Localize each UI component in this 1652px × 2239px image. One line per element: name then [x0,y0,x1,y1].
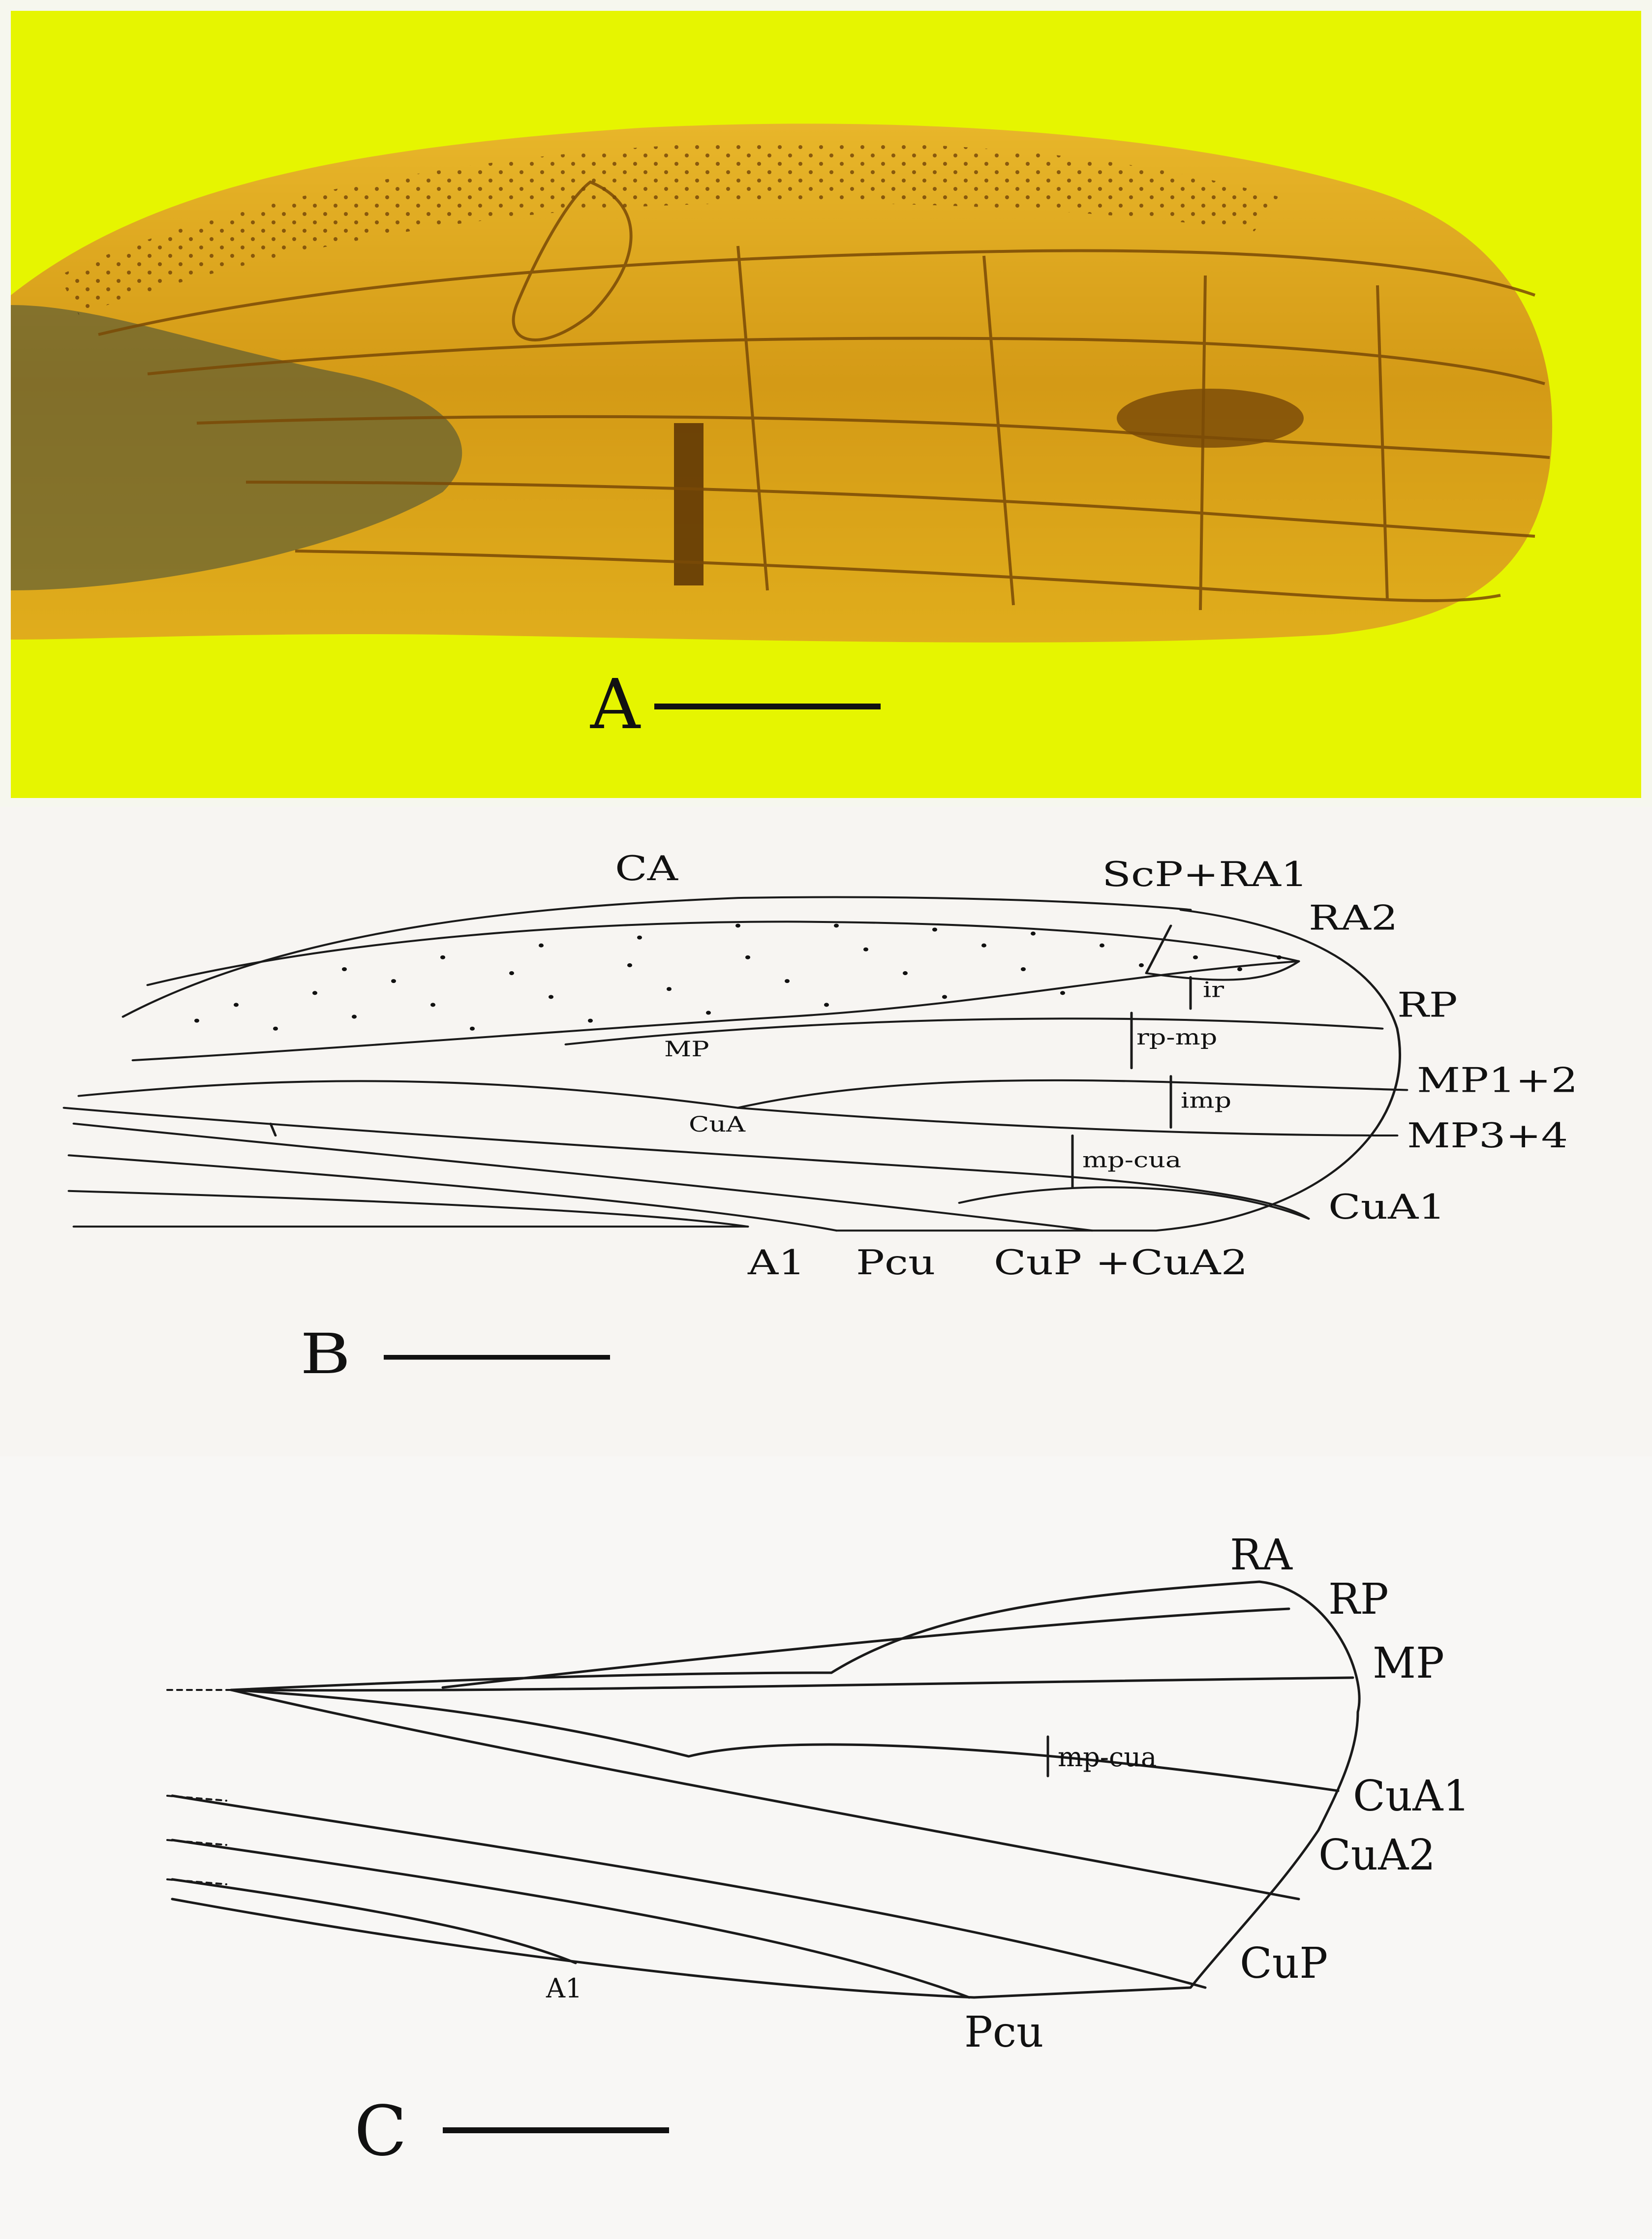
label-cup-hind: CuP [1240,1939,1328,1988]
vein-ca [122,896,1192,1018]
amber-wing-photo: A [11,11,1641,798]
label-rp-mp: rp-mp [1136,1025,1217,1050]
photo-veins [98,180,1550,611]
label-a1-hind: A1 [546,1973,582,2004]
hindwing-drawing: RA RP MP mp-cua CuA1 CuA2 CuP A1 Pcu C [166,1531,1470,2172]
label-ra2: RA2 [1309,899,1398,938]
label-cua2-hind: CuA2 [1318,1831,1436,1880]
vein-cup-cua2 [72,1122,1094,1232]
vein-cua1 [230,1688,1340,1792]
wing-apex-margin [835,909,1401,1232]
vein-cup [171,1794,1207,1989]
label-mp-cua-hind: mp-cua [1058,1742,1157,1773]
label-mp12: MP1+2 [1417,1061,1578,1101]
vein-mp [230,1676,1354,1692]
dark-spot [1117,389,1304,448]
vein-a1 [67,1190,749,1228]
vein-mp12 [736,1079,1408,1109]
vein-a1 [171,1878,577,1964]
label-cup-cua2: CuP +CuA2 [994,1243,1248,1283]
dashed-base-2 [166,1795,227,1802]
vein-ra2 [1145,924,1300,981]
label-cua: CuA [689,1112,746,1137]
hind-apex-margin [973,1711,1359,1999]
vein-mp [77,1080,739,1109]
label-mp-hind: MP [1373,1639,1444,1688]
label-mp34: MP3+4 [1407,1116,1568,1156]
dashed-base-4 [166,1878,227,1885]
forewing-drawing: CA ScP+RA1 RA2 ir RP rp-mp MP MP1+2 imp … [62,849,1578,1386]
label-ra-hind: RA [1230,1531,1293,1580]
vein-ra-base [131,960,1300,1062]
vein-pcu [67,1154,838,1232]
panel-c-label: C [354,2091,407,2172]
vein-rp [564,1017,1384,1045]
label-a1: A1 [747,1243,805,1283]
vein-rp [441,1607,1290,1689]
label-cua1-hind: CuA1 [1353,1772,1470,1821]
label-ir: ir [1203,977,1224,1002]
label-imp: imp [1181,1088,1231,1113]
label-ca: CA [615,849,679,889]
vein-scp-ra1 [146,920,1300,986]
dark-basal-area [11,305,462,590]
panel-a-photo: A [0,0,1652,807]
vein-cua [62,1106,1310,1220]
vein-pcu [171,1839,971,1999]
label-pcu-hind: Pcu [964,2008,1043,2057]
dotted-costal-area [59,142,1279,315]
label-pcu: Pcu [856,1243,935,1283]
panel-c-hindwing-drawing: RA RP MP mp-cua CuA1 CuA2 CuP A1 Pcu C [0,1456,1652,2239]
panel-a-label: A [590,665,641,745]
label-cua1: CuA1 [1328,1188,1445,1227]
panel-b-forewing-drawing: CA ScP+RA1 RA2 ir RP rp-mp MP MP1+2 imp … [0,807,1652,1456]
hind-anal-margin [171,1898,976,1999]
vein-cua1 [958,1186,1310,1220]
dashed-base-3 [166,1839,227,1846]
costal-dots [194,923,1282,1031]
vein-ra-costal [830,1580,1361,1714]
inclusion-rod [674,423,704,585]
label-rp: RP [1397,986,1458,1025]
label-scp-ra1: ScP+RA1 [1102,855,1308,894]
label-rp-hind: RP [1328,1575,1389,1624]
label-mp-cua: mp-cua [1082,1148,1181,1173]
vein-mp34 [736,1106,1399,1137]
panel-b-label: B [300,1321,351,1386]
crossvein-basal [269,1122,277,1137]
label-mp: MP [664,1037,709,1062]
vein-cua2 [230,1688,1300,1901]
